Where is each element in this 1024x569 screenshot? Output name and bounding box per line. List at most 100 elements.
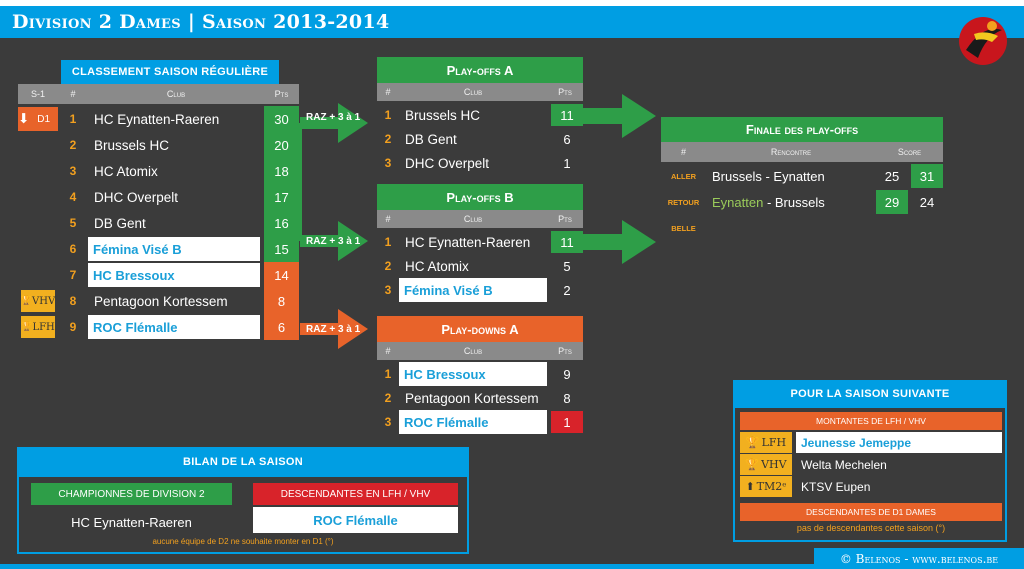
arrow-b-to-finale (580, 220, 656, 264)
credit-text[interactable]: © Belenos - www.belenos.be (839, 551, 999, 566)
score-home: 25 (884, 168, 900, 184)
points: 1 (551, 411, 583, 433)
playoffs-a-column-headers: # Club Pts (377, 83, 583, 101)
club-name: Jeunesse Jemeppe (796, 432, 1002, 453)
points: 2 (563, 282, 571, 298)
away-team: Brussels (774, 194, 825, 210)
champion-label: Championnes de division 2 (31, 483, 232, 505)
points: 8 (563, 390, 571, 406)
rank-number: 1 (384, 235, 392, 249)
d1-relegated-label: Descendantes de D1 Dames (740, 503, 1002, 521)
points: 8 (264, 288, 299, 314)
club-name: DHC Overpelt (405, 155, 490, 171)
rank-number: 1 (384, 108, 392, 122)
rank-number: 3 (69, 164, 77, 178)
trophy-icon: 🏆 (20, 296, 33, 306)
club-name: HC Eynatten-Raeren (94, 111, 220, 127)
club-name: Pentagoon Kortessem (94, 293, 228, 309)
col-score: Score (897, 147, 922, 157)
trophy-icon: 🏆 (21, 322, 33, 332)
s1-tag-label: 🏆LFH (21, 316, 55, 338)
arrow-up-icon: ⬆ (745, 480, 755, 493)
league-tag: 🏆VHV (740, 454, 792, 475)
promoted-label: Montantes de LFH / VHV (740, 412, 1002, 430)
rank-number: 2 (69, 138, 77, 152)
col-club: Club (463, 214, 483, 224)
col-club: Club (166, 89, 186, 99)
points: 5 (563, 258, 571, 274)
classement-column-headers: S-1 # Club Pts (18, 84, 299, 104)
playoffs-a-title: Play-offs A (377, 57, 583, 83)
bottom-strip (0, 564, 814, 569)
col-num: # (680, 147, 686, 157)
club-name: ROC Flémalle (399, 410, 547, 434)
next-season-panel: Pour la saison suivante Montantes de LFH… (733, 380, 1007, 542)
club-name: HC Bressoux (399, 362, 547, 386)
bilan-title: Bilan de la saison (17, 447, 469, 477)
league-tag-label: VHV (761, 458, 787, 471)
rank-number: 2 (384, 259, 392, 273)
rank-number: 4 (69, 190, 77, 204)
score-home: 29 (876, 190, 908, 214)
trophy-icon: 🏆 (745, 458, 760, 471)
points: 11 (551, 231, 583, 253)
away-team: Eynatten (773, 168, 825, 184)
belenos-logo-icon (959, 17, 1007, 65)
s1-tag (18, 185, 58, 209)
s1-tag (18, 133, 58, 157)
rank-number: 3 (384, 415, 392, 429)
bilan-note: aucune équipe de D2 ne souhaite monter e… (152, 537, 334, 546)
club-name: Pentagoon Kortessem (405, 390, 539, 406)
col-pts: Pts (558, 346, 572, 356)
club-name: Welta Mechelen (801, 457, 887, 472)
arrow-to-playdowns-a (300, 309, 368, 349)
points: 1 (563, 155, 571, 171)
club-name: DHC Overpelt (94, 189, 179, 205)
rank-number: 1 (384, 367, 392, 381)
club-name: Brussels HC (405, 107, 481, 123)
col-pts: Pts (558, 214, 572, 224)
s1-tag (18, 211, 58, 235)
rank-number: 8 (69, 294, 77, 308)
col-rank: # (385, 346, 391, 356)
playoffs-b-title: Play-offs B (377, 184, 583, 210)
s1-tag (18, 159, 58, 183)
d1-relegated-note: pas de descendantes cette saison (°) (796, 523, 946, 533)
playdowns-a-title: Play-downs A (377, 316, 583, 342)
score-away: 31 (911, 164, 943, 188)
match-type: BELLE (671, 223, 696, 233)
col-pts: Pts (558, 87, 572, 97)
arrow-label-a: RAZ + 3 à 1 (306, 112, 361, 123)
points: 6 (264, 314, 299, 340)
club-name: HC Atomix (94, 163, 158, 179)
col-rank: # (385, 214, 391, 224)
finale-title: Finale des play-offs (661, 117, 943, 142)
s1-tag: ⬇D1 (18, 107, 58, 131)
club-name: Fémina Visé B (399, 278, 547, 302)
score-away: 24 (919, 194, 935, 210)
club-name: HC Eynatten-Raeren (405, 234, 531, 250)
page-header: Division 2 Dames | Saison 2013-2014 (0, 6, 1024, 38)
col-pts: Pts (274, 89, 289, 99)
club-name: Fémina Visé B (88, 237, 260, 261)
points: 11 (551, 104, 583, 126)
club-name: DB Gent (405, 131, 457, 147)
match-type: ALLER (671, 171, 696, 181)
rank-number: 3 (384, 156, 392, 170)
separator: - (761, 168, 774, 184)
arrow-to-playoffs-a (300, 103, 368, 143)
rank-number: 1 (69, 112, 77, 126)
finale-row: BELLE (661, 216, 943, 240)
champion-value: HC Eynatten-Raeren (71, 514, 192, 530)
rank-number: 7 (69, 268, 77, 282)
